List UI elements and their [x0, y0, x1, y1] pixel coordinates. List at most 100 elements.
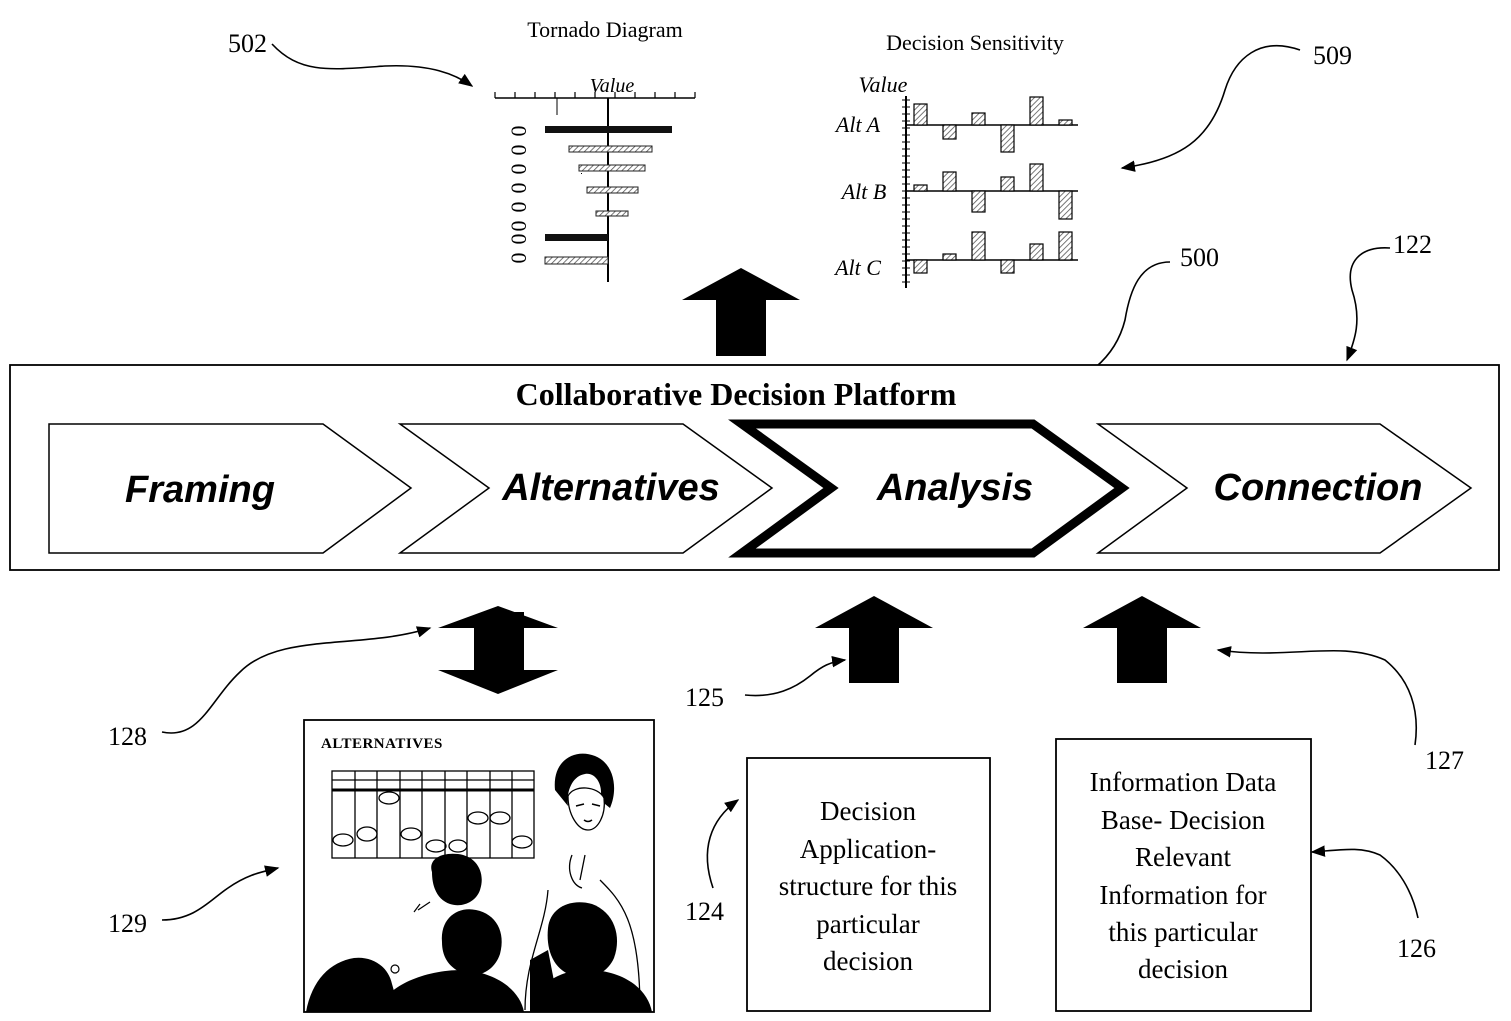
decision-app-line: particular — [816, 909, 919, 939]
board-circle — [489, 811, 511, 825]
ref-label-125: 125 — [685, 683, 724, 712]
leader-arrow-126 — [1310, 845, 1419, 919]
sensitivity-bar — [913, 103, 928, 126]
board-circle — [467, 811, 489, 825]
sensitivity-bar — [1058, 190, 1073, 220]
leader-arrow-509 — [1120, 44, 1301, 172]
step-framing[interactable]: Framing — [48, 423, 413, 554]
presenter-features — [575, 803, 601, 823]
ref-label-128: 128 — [108, 722, 147, 751]
sensitivity-bar — [1029, 96, 1044, 126]
info-db-frame — [1055, 738, 1312, 1012]
step-framing-label: Framing — [125, 469, 275, 511]
sensitivity-ticks — [902, 99, 910, 283]
ref-label-509: 509 — [1313, 41, 1352, 70]
sensitivity-bar — [971, 231, 986, 261]
decision-application-box: Decision Application- structure for this… — [746, 757, 991, 1012]
info-db-line: this particular — [1108, 917, 1257, 947]
step-framing-chevron — [48, 423, 413, 554]
tornado-row-labels: 0 0 0 0 0 0 0 0 — [506, 126, 531, 264]
sensitivity-bar — [1029, 243, 1044, 261]
up-block-arrow-to-charts — [682, 268, 800, 356]
ref-label-124: 124 — [685, 897, 724, 926]
board-frame — [331, 770, 535, 859]
tornado-bar — [545, 234, 608, 241]
info-db-line: Information for — [1099, 880, 1266, 910]
step-connection-chevron — [1095, 423, 1473, 554]
audience-earring — [390, 964, 400, 974]
board-circle — [378, 791, 400, 805]
audience-detail — [413, 901, 431, 913]
audience-head — [441, 909, 502, 976]
tornado-axis-ticks — [494, 92, 696, 98]
sensitivity-bar — [942, 253, 957, 261]
presenter-hand — [568, 854, 586, 889]
tornado-bar — [595, 210, 629, 217]
sensitivity-axes — [905, 96, 1078, 288]
sensitivity-bar — [942, 171, 957, 192]
double-block-arrow-shaft — [474, 625, 524, 673]
presenter-body-outline — [524, 879, 641, 1011]
step-analysis-chevron-highlighted — [728, 419, 1130, 558]
leader-arrow-127 — [1216, 646, 1417, 746]
sensitivity-bar — [1000, 176, 1015, 192]
board-circle — [400, 827, 422, 841]
decision-app-frame — [746, 757, 991, 1012]
up-block-arrow-decision-app — [815, 596, 933, 683]
ref-label-502: 502 — [228, 29, 267, 58]
presenter-hair — [554, 753, 615, 808]
tornado-axis-label: Value — [590, 75, 635, 97]
info-db-line: Base- Decision — [1101, 805, 1266, 835]
leader-arrow-124 — [706, 799, 740, 889]
decision-app-line: structure for this — [779, 871, 957, 901]
audience-head — [431, 853, 482, 906]
tornado-row-label: 0 — [506, 183, 531, 194]
step-connection[interactable]: Connection — [1095, 423, 1473, 554]
audience-shoulders — [530, 969, 652, 1012]
decision-sensitivity: Decision Sensitivity Value Alt A Alt B A… — [833, 30, 1078, 288]
board-circle — [356, 826, 378, 842]
sensitivity-axis-label: Value — [859, 72, 908, 97]
decision-app-line: decision — [823, 946, 913, 976]
leader-arrow-125 — [744, 656, 847, 697]
tornado-row-label: 0 — [506, 234, 531, 245]
step-alternatives[interactable]: Alternatives — [397, 423, 774, 554]
board-circle — [448, 839, 468, 853]
sensitivity-bar — [1000, 259, 1015, 274]
sensitivity-bar — [913, 184, 928, 192]
tornado-row-label: 0 — [506, 202, 531, 213]
sensitivity-bar — [942, 124, 957, 140]
tornado-bar-tick — [581, 173, 582, 174]
tornado-row-label: 0 — [506, 253, 531, 264]
tornado-row-label: 0 — [506, 164, 531, 175]
tornado-bar — [544, 256, 609, 265]
alt-a-label: Alt A — [834, 112, 881, 137]
sensitivity-bar — [971, 112, 986, 126]
collaborative-decision-platform: Collaborative Decision Platform Framing … — [9, 364, 1500, 571]
audience-chair — [530, 950, 560, 1012]
board-circle — [425, 839, 447, 853]
info-db-line: Information Data — [1090, 767, 1277, 797]
leader-arrow-502 — [271, 43, 474, 87]
presenter-face — [567, 787, 605, 831]
audience-head — [547, 902, 618, 978]
decision-app-line: Application- — [800, 834, 936, 864]
step-connection-label: Connection — [1214, 467, 1423, 509]
alternatives-panel-heading: ALTERNATIVES — [321, 736, 443, 752]
tornado-bar — [578, 164, 646, 172]
step-alternatives-label: Alternatives — [501, 467, 720, 509]
audience-shoulders — [380, 970, 524, 1012]
up-block-arrow-info-db — [1083, 596, 1201, 683]
info-db-line: Relevant — [1135, 842, 1231, 872]
board-circle — [332, 833, 354, 847]
step-analysis[interactable]: Analysis — [728, 419, 1130, 558]
tornado-row-label: 0 — [506, 145, 531, 156]
sensitivity-bar — [971, 190, 986, 213]
step-alternatives-chevron — [397, 423, 774, 554]
tornado-diagram: Tornado Diagram Value 0 0 0 0 0 0 0 0 — [494, 17, 696, 282]
ref-label-126: 126 — [1397, 934, 1436, 963]
tornado-bar — [545, 126, 672, 133]
ref-label-500: 500 — [1180, 243, 1219, 272]
alt-b-label: Alt B — [840, 179, 887, 204]
